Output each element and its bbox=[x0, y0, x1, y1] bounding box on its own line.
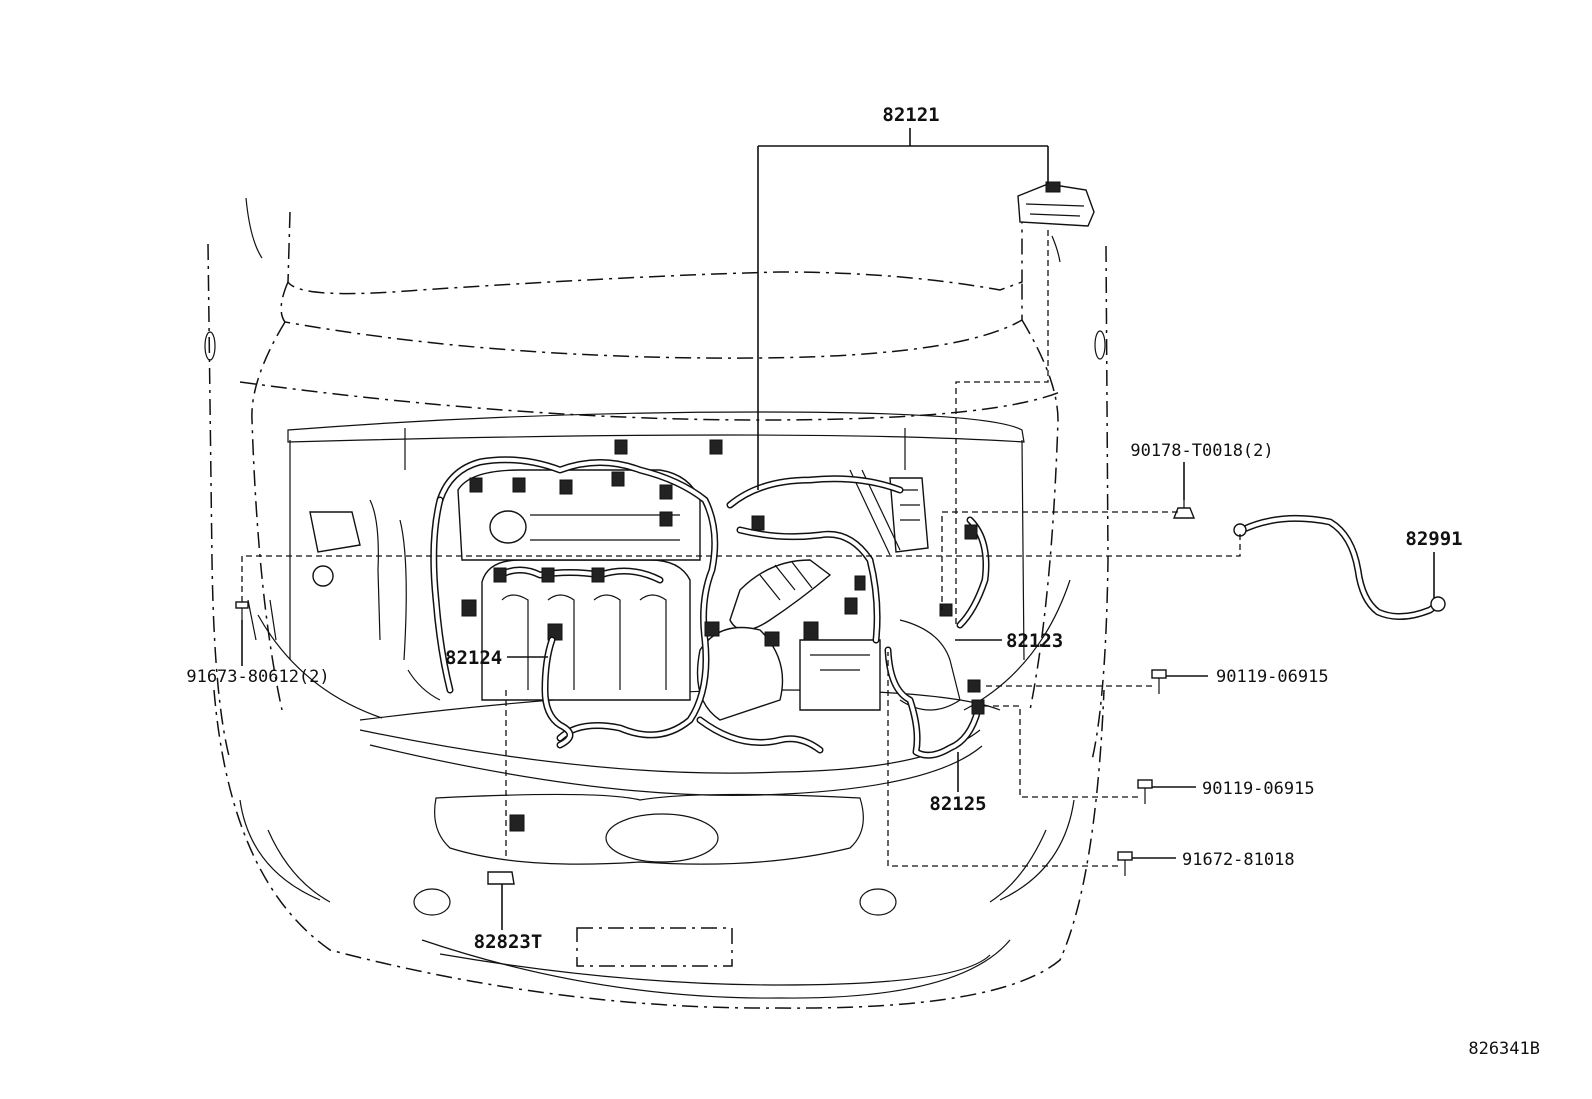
part-callouts: 82121 82123 82124 82125 82991 82823T 901… bbox=[186, 104, 1540, 1059]
callout-82823T: 82823T bbox=[474, 931, 543, 953]
clip-82823T-icon bbox=[487, 871, 515, 885]
callout-82124: 82124 bbox=[445, 647, 502, 669]
reference-lines bbox=[241, 230, 1241, 867]
callout-91673-80612: 91673-80612(2) bbox=[186, 667, 329, 687]
bolt-91672-icon bbox=[1117, 851, 1133, 876]
callout-91672-81018: 91672-81018 bbox=[1182, 850, 1295, 870]
callout-82123: 82123 bbox=[1006, 630, 1063, 652]
engine-assembly bbox=[309, 469, 961, 721]
callout-82125: 82125 bbox=[929, 793, 986, 815]
vehicle-body-outline bbox=[204, 197, 1109, 1009]
relay-box-cover-82121 bbox=[1017, 181, 1095, 227]
wire-82124 bbox=[541, 636, 574, 749]
wire-82125 bbox=[884, 646, 985, 759]
diagram-id: 826341B bbox=[1468, 1039, 1540, 1059]
callout-90119-06915-b: 90119-06915 bbox=[1202, 779, 1315, 799]
callout-82121: 82121 bbox=[882, 104, 939, 126]
bolt-91673-icon bbox=[235, 601, 249, 620]
bolt-90119a-icon bbox=[1151, 669, 1167, 694]
bolt-90119b-icon bbox=[1137, 779, 1153, 804]
callout-82991: 82991 bbox=[1405, 528, 1462, 550]
callout-90119-06915-a: 90119-06915 bbox=[1216, 667, 1329, 687]
callout-90178-T0018: 90178-T0018(2) bbox=[1130, 441, 1273, 461]
engine-wire-harness bbox=[430, 439, 990, 832]
wire-82991 bbox=[1233, 514, 1446, 620]
nut-90178-icon bbox=[1172, 500, 1196, 519]
leader-lines bbox=[241, 128, 1435, 930]
